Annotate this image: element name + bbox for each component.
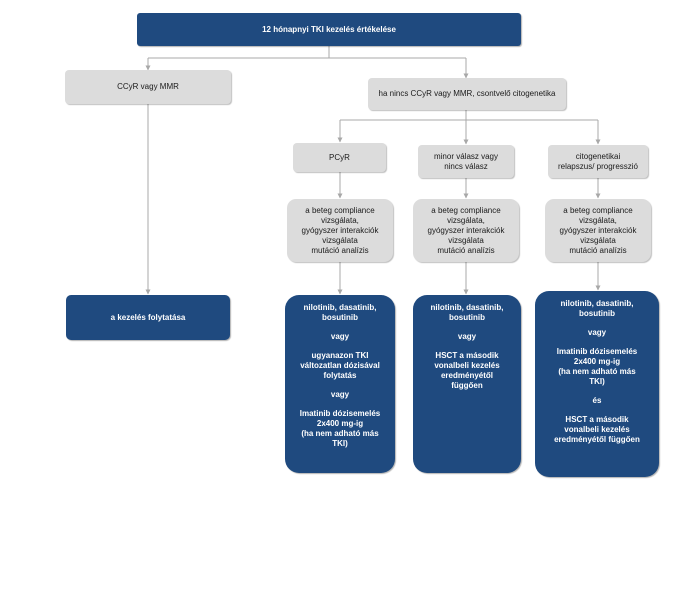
- compliance-check-label-3: a beteg compliance vizsgálata, gyógyszer…: [559, 205, 637, 255]
- pcyr-node: PCyR: [293, 143, 386, 172]
- relapse-node: citogenetikai relapszus/ progresszió: [548, 145, 648, 178]
- treatment-relapse-line-2: vagy: [587, 328, 607, 337]
- compliance-check-label-2: a beteg compliance vizsgálata, gyógyszer…: [427, 205, 505, 255]
- minor-response-label: minor válasz vagy nincs válasz: [433, 151, 499, 171]
- treatment-node-pcyr: nilotinib, dasatinib, bosutinib vagy ugy…: [285, 295, 395, 473]
- treatment-pcyr-line-4: vagy: [330, 390, 350, 399]
- compliance-check-node-2: a beteg compliance vizsgálata, gyógyszer…: [413, 199, 519, 262]
- treatment-relapse-line-3: Imatinib dózisemelés 2x400 mg-ig (ha nem…: [556, 347, 638, 386]
- no-ccyr-label: ha nincs CCyR vagy MMR, csontvelő citoge…: [378, 89, 556, 98]
- treatment-pcyr-line-2: vagy: [330, 332, 350, 341]
- treatment-relapse-line-1: nilotinib, dasatinib, bosutinib: [560, 299, 634, 318]
- root-label: 12 hónapnyi TKI kezelés értékelése: [262, 24, 396, 34]
- root-node: 12 hónapnyi TKI kezelés értékelése: [137, 13, 521, 46]
- treatment-pcyr-line-3: ugyanazon TKI változatlan dózisával foly…: [300, 351, 380, 380]
- treatment-node-minor: nilotinib, dasatinib, bosutinib vagy HSC…: [413, 295, 521, 473]
- continue-treatment-label: a kezelés folytatása: [110, 312, 186, 322]
- treatment-minor-line-2: vagy: [457, 332, 477, 341]
- treatment-relapse-line-5: HSCT a második vonalbeli kezelés eredmén…: [554, 415, 640, 444]
- ccyr-label: CCyR vagy MMR: [117, 82, 179, 91]
- treatment-relapse-line-4: és: [592, 396, 602, 405]
- compliance-check-label-1: a beteg compliance vizsgálata, gyógyszer…: [301, 205, 379, 255]
- treatment-minor-line-3: HSCT a második vonalbeli kezelés eredmén…: [434, 351, 500, 390]
- compliance-check-node-3: a beteg compliance vizsgálata, gyógyszer…: [545, 199, 651, 262]
- minor-response-node: minor válasz vagy nincs válasz: [418, 145, 514, 178]
- continue-treatment-node: a kezelés folytatása: [66, 295, 230, 340]
- treatment-minor-line-1: nilotinib, dasatinib, bosutinib: [430, 303, 504, 322]
- treatment-node-relapse: nilotinib, dasatinib, bosutinib vagy Ima…: [535, 291, 659, 477]
- no-ccyr-node: ha nincs CCyR vagy MMR, csontvelő citoge…: [368, 78, 566, 110]
- relapse-label: citogenetikai relapszus/ progresszió: [557, 151, 639, 171]
- ccyr-node: CCyR vagy MMR: [65, 70, 231, 104]
- treatment-pcyr-line-5: Imatinib dózisemelés 2x400 mg-ig (ha nem…: [299, 409, 381, 448]
- pcyr-label: PCyR: [329, 152, 350, 162]
- treatment-pcyr-line-1: nilotinib, dasatinib, bosutinib: [303, 303, 377, 322]
- compliance-check-node-1: a beteg compliance vizsgálata, gyógyszer…: [287, 199, 393, 262]
